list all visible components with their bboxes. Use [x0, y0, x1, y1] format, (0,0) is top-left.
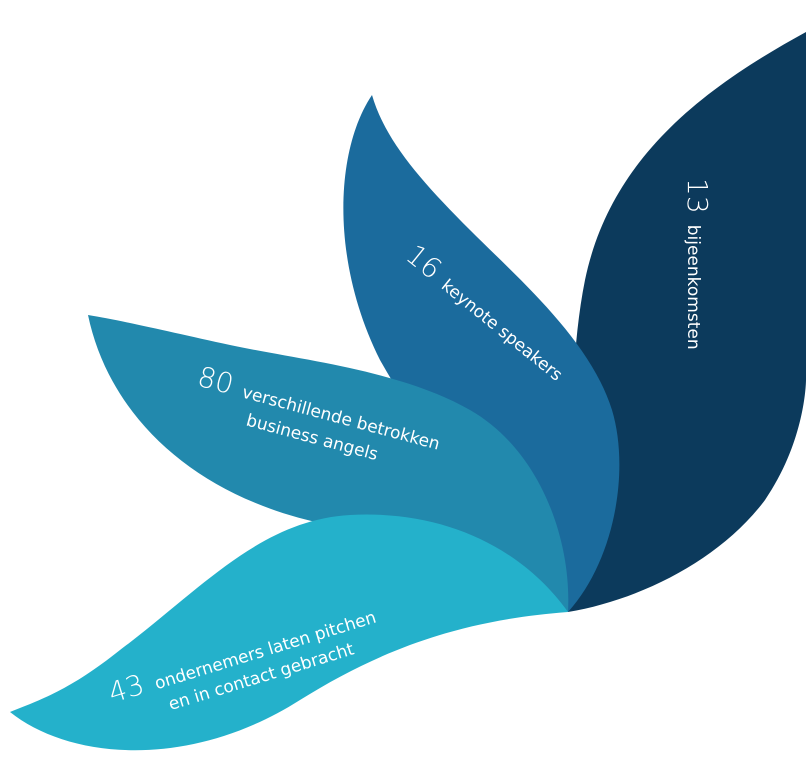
stat-number: 13 [681, 178, 714, 214]
petal-bijeenkomsten [568, 32, 806, 612]
petal-ondernemers [10, 514, 568, 751]
stat-label: bijeenkomsten [683, 225, 703, 350]
petal-keynote-speakers [343, 95, 620, 612]
stat-bijeenkomsten: 13 bijeenkomsten [681, 178, 714, 350]
svg-text:13 bijeenkomsten: 13 bijeenkomsten [681, 178, 714, 350]
